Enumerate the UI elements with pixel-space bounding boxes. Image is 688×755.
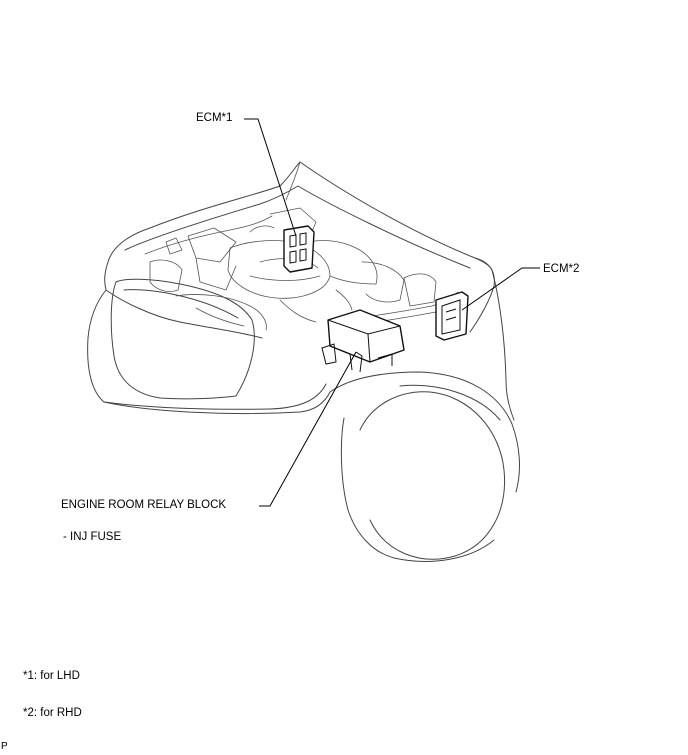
rhd-note: *2: for RHD [23, 707, 82, 719]
lhd-note: *1: for LHD [23, 670, 80, 682]
ecm2-leader [461, 267, 540, 311]
ecm1-label: ECM*1 [196, 112, 233, 124]
engine-bay-detail [144, 207, 459, 331]
relay-block-leader [259, 351, 357, 507]
relay-block-label: ENGINE ROOM RELAY BLOCK [61, 499, 227, 511]
ecm-rhd-part [435, 291, 469, 341]
inj-fuse-label: - INJ FUSE [63, 531, 122, 543]
vehicle-body-outline [87, 161, 520, 562]
corner-mark: P [1, 741, 8, 752]
ecm1-leader [244, 118, 297, 237]
leader-lines [244, 118, 540, 507]
relay-block-part [321, 309, 405, 373]
ecm-lhd-part [283, 225, 315, 273]
ecm2-label: ECM*2 [543, 263, 580, 275]
